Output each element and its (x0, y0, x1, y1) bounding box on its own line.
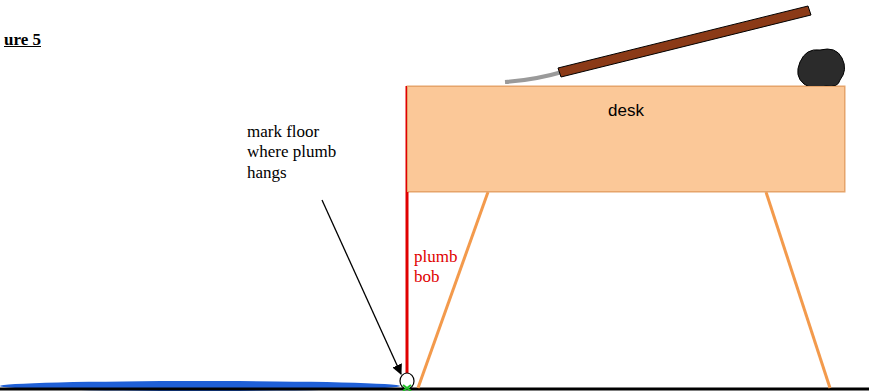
floor-mark (403, 385, 411, 391)
rock (798, 49, 845, 88)
plumb-label: plumb bob (414, 247, 464, 288)
leader-line (322, 200, 401, 374)
desk-leg (766, 192, 830, 388)
callout-note: mark floor where plumb hangs (247, 122, 359, 183)
figure-label: ure 5 (4, 30, 41, 50)
plumb-bob (400, 373, 414, 389)
desk-box: desk (407, 86, 845, 192)
box-text: desk (424, 101, 828, 121)
ramp-tip (505, 72, 562, 82)
ramp-plank (558, 6, 811, 77)
desk-top (407, 86, 845, 192)
floor-line (0, 388, 869, 391)
desk-leg (418, 192, 488, 388)
